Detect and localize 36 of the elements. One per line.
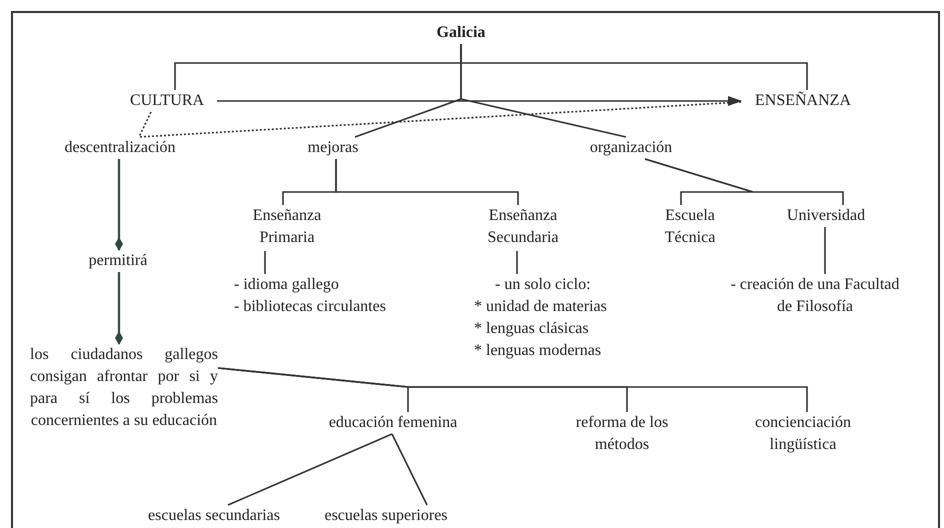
connector-line [335,159,519,205]
concept-label: reforma de los métodos [567,412,677,458]
list-item: * unidad de materias [474,297,607,317]
connector-line [460,44,626,138]
connector-line [218,367,808,412]
concept-label: organización [576,137,686,159]
concept-label: Escuela Técnica [650,205,730,251]
concept-label: los ciudadanos gallegos consigan afrontar por si y para sí los problemas concernientes a su educación [30,344,218,459]
connector-line [644,158,844,205]
connector-line [138,101,742,138]
list-item: - bibliotecas circulantes [234,297,386,317]
list-item: - un solo ciclo: [494,275,591,295]
concept-label: escuelas secundarias [134,505,294,527]
connector-line [391,434,428,506]
connector-line [138,112,152,138]
arrow [217,96,742,106]
concept-label: Galicia [431,22,491,44]
list-item: * lenguas clásicas [474,319,589,339]
connector-line [228,433,392,506]
concept-label: escuelas superiores [306,505,466,527]
connector-line [516,251,518,274]
list-item: * lenguas modernas [474,341,602,361]
concept-label: concienciación lingüística [743,412,863,458]
concept-label: educación femenina [313,412,473,434]
concept-label: Enseñanza Primaria [237,205,337,251]
concept-label: - creación de una Facultad de Filosofía [725,274,905,320]
concept-label: Universidad [776,205,876,227]
connector-line [264,251,266,274]
concept-label: ENSEÑANZA [741,90,865,112]
list-item: - idioma gallego [234,275,339,295]
concept-label: descentralización [55,137,185,159]
concept-label: CULTURA [117,90,217,112]
concept-label: mejoras [298,137,368,159]
concept-label: Enseñanza Secundaria [473,205,573,251]
connector-line [824,227,826,274]
concept-label: permitirá [78,250,158,272]
